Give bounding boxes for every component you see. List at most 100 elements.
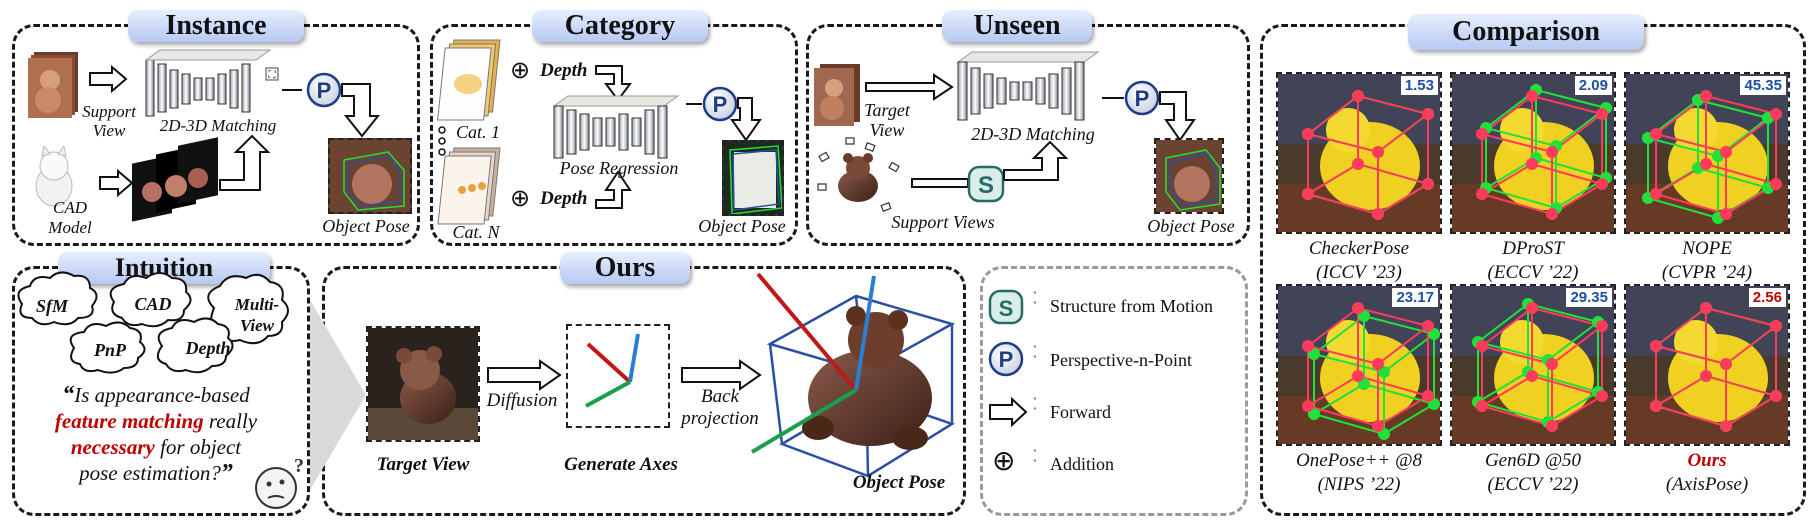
comparison-score: 45.35 [1740, 76, 1786, 95]
comparison-image: 1.53 [1276, 72, 1442, 234]
comparison-method-name: Ours [1687, 450, 1727, 471]
ours-target-view-image [366, 326, 480, 442]
support-views-cameras [816, 134, 906, 218]
unseen-arrow-up-to-matching [1003, 140, 1069, 181]
legend-colon-2: ⋅⋅ [1032, 337, 1038, 367]
ours-target-view-label: Target View [376, 454, 470, 475]
category-title: Category [532, 10, 708, 42]
quote-open-mark: “ [62, 382, 75, 408]
instance-arrow-to-pose [282, 83, 381, 138]
cloud-sfm: SfM [35, 296, 68, 316]
rendered-views-stack [130, 137, 220, 226]
unseen-p-circle-icon: P [1124, 80, 1160, 116]
instance-arrow-2 [99, 168, 134, 198]
support-view-label: Support View [82, 102, 136, 140]
category-arrow-to-pose [686, 97, 762, 142]
diffusion-label: Diffusion [486, 390, 558, 411]
comparison-method-name: NOPE [1682, 238, 1732, 259]
back-projection-arrow [681, 359, 762, 391]
svg-text:P: P [1135, 86, 1150, 111]
legend-colon-1: ⋅⋅ [1032, 283, 1038, 313]
comparison-method-name: Gen6D @50 [1484, 450, 1582, 471]
ours-big-gray-arrow [310, 300, 366, 490]
thinking-face-icon: ? [255, 455, 304, 509]
legend-p-circle-icon: P [988, 341, 1024, 377]
category-n-stack [437, 147, 504, 228]
legend-colon-3: ⋅⋅ [1032, 389, 1038, 419]
unseen-object-pose-image [1154, 138, 1224, 214]
category-1-stack [437, 39, 504, 121]
comparison-method-venue: (NIPS ’22) [1317, 474, 1401, 495]
instance-object-pose-image [328, 138, 412, 214]
unseen-cnn-block [956, 51, 1100, 121]
legend-label-addition: Addition [1050, 454, 1115, 474]
generate-axes-label: Generate Axes [564, 454, 678, 475]
svg-text:⛶: ⛶ [268, 70, 277, 81]
quote-line-3-rest: for object [154, 435, 242, 459]
unseen-target-view-label: Target View [864, 100, 910, 140]
legend-label-forward: Forward [1050, 402, 1111, 422]
support-views-label: Support Views [891, 212, 995, 232]
svg-text:S: S [978, 172, 994, 199]
quote-close-mark: ” [220, 460, 233, 486]
svg-text:?: ? [294, 455, 304, 477]
cnn-encoder-block: ⛶ [144, 49, 279, 117]
unseen-target-view-image [814, 64, 860, 126]
comparison-score: 2.56 [1748, 288, 1786, 307]
comparison-image: 2.09 [1450, 72, 1616, 234]
addition-icon-2: ⊕ [510, 184, 531, 212]
cad-model-label: CAD Model [48, 198, 92, 237]
depth-label-2: Depth [540, 188, 588, 209]
ours-object-pose-render [750, 272, 956, 478]
svg-text:S: S [999, 296, 1014, 321]
depth-label-1: Depth [540, 60, 588, 81]
cad-model-image [28, 146, 80, 212]
comparison-score: 23.17 [1392, 288, 1438, 307]
legend-forward-arrow-icon [989, 396, 1028, 428]
comparison-image: 45.35 [1624, 72, 1790, 234]
comparison-method-venue: (ICCV ’23) [1316, 262, 1402, 283]
instance-title: Instance [128, 10, 304, 42]
legend-label-sfm: Structure from Motion [1050, 296, 1213, 316]
comparison-method-venue: (CVPR ’24) [1661, 262, 1753, 283]
unseen-object-pose-label: Object Pose [1147, 216, 1235, 236]
generate-axes-image [566, 324, 670, 428]
comparison-method-venue: (AxisPose) [1665, 474, 1749, 495]
quote-line-1: Is appearance-based [74, 383, 250, 407]
category-arrow-depth-2 [595, 170, 632, 209]
comparison-method-venue: (ECCV ’22) [1487, 262, 1579, 283]
instance-p-circle-icon: P [306, 72, 342, 108]
instance-up-arrow [219, 134, 271, 191]
intuition-quote: “Is appearance-based feature matching re… [20, 382, 292, 486]
cloud-multi-view: Multi- View [234, 295, 280, 335]
comparison-title: Comparison [1408, 14, 1644, 50]
cloud-depth: Depth [185, 338, 231, 358]
legend-colon-4: ⋅⋅ [1032, 441, 1038, 471]
quote-line-2-rest: really [203, 409, 258, 433]
support-view-image [28, 50, 80, 118]
cloud-cad: CAD [134, 294, 172, 314]
quote-line-4: pose estimation? [79, 461, 221, 485]
svg-text:P: P [317, 78, 332, 103]
ellipsis-dots [438, 126, 446, 156]
back-projection-label: Back projection [681, 386, 759, 429]
quote-highlight-feature-matching: feature matching [54, 409, 204, 433]
unseen-arrow-target [865, 73, 954, 101]
cloud-pnp: PnP [93, 340, 126, 360]
category-object-pose-label: Object Pose [698, 216, 786, 236]
unseen-title: Unseen [942, 10, 1092, 42]
category-object-pose-image [722, 140, 784, 216]
comparison-image: 2.56 [1624, 284, 1790, 446]
category-1-label: Cat. 1 [455, 122, 500, 142]
unseen-arrow-support [911, 178, 969, 188]
pose-regression-label: Pose Regression [559, 158, 679, 178]
diffusion-arrow [487, 359, 562, 391]
quote-highlight-necessary: necessary [70, 435, 155, 459]
category-p-circle-icon: P [702, 86, 738, 122]
category-arrow-depth-1 [595, 65, 632, 102]
comparison-image: 23.17 [1276, 284, 1442, 446]
comparison-method-name: DProST [1502, 238, 1564, 259]
legend-label-pnp: Perspective-n-Point [1050, 350, 1192, 370]
comparison-method-name: CheckerPose [1308, 238, 1410, 259]
comparison-score: 29.35 [1566, 288, 1612, 307]
